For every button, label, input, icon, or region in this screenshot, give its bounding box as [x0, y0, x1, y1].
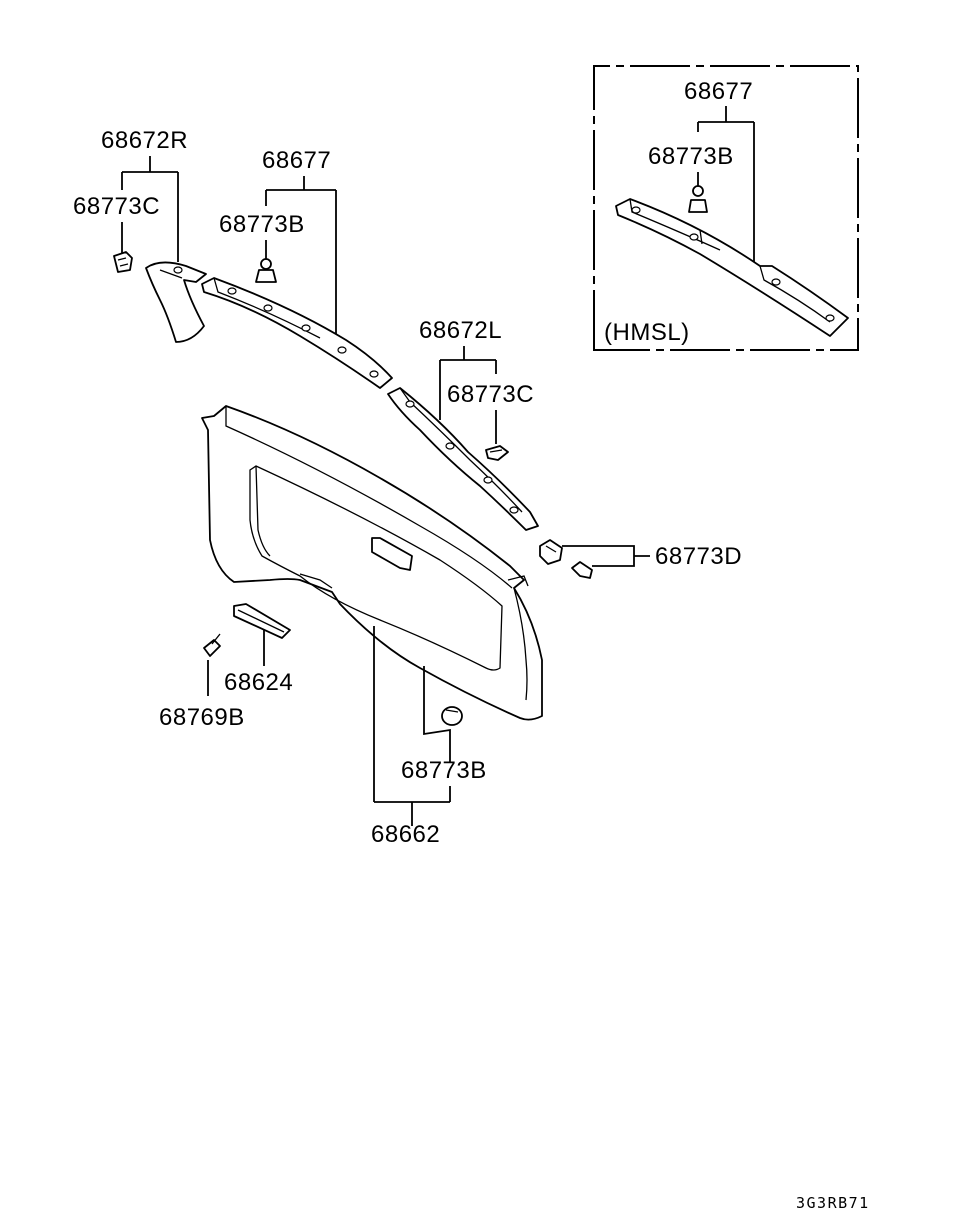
label-68773B-bottom: 68773B: [401, 757, 487, 784]
pull-handle-68624: [233, 603, 291, 639]
leader-68672L: [439, 346, 497, 420]
leader-68773D: [562, 545, 650, 567]
label-68672L: 68672L: [419, 317, 502, 344]
label-68773C-left: 68773C: [73, 193, 160, 220]
label-68773D: 68773D: [655, 543, 742, 570]
label-68624: 68624: [224, 669, 293, 696]
clip-68773C-left: [113, 251, 133, 273]
clip-68773B-top: [255, 258, 277, 283]
clip-68773D: [539, 539, 593, 579]
label-68662: 68662: [371, 821, 440, 848]
label-68769B: 68769B: [159, 704, 245, 731]
label-68677: 68677: [262, 147, 331, 174]
pillar-trim-68672L: [387, 387, 539, 531]
label-68773C-right: 68773C: [447, 381, 534, 408]
leader-68672R: [121, 156, 179, 262]
diagram-code: 3G3RB71: [796, 1194, 870, 1210]
inset-label-68677: 68677: [684, 78, 753, 105]
inset-label-68773B: 68773B: [648, 143, 734, 170]
leader-68662: [373, 626, 451, 826]
label-68672R: 68672R: [101, 127, 188, 154]
inset-leader-68677: [697, 106, 755, 262]
door-trim-panel-68662: [201, 405, 543, 721]
label-68773B-top: 68773B: [219, 211, 305, 238]
clip-68773B-bottom: [441, 706, 463, 726]
inset-box: 68677 68773B (HMSL): [593, 65, 859, 351]
clip-68773C-right: [485, 445, 509, 461]
inset-garnish-68677: [615, 198, 849, 337]
pillar-trim-68672R: [145, 261, 207, 343]
garnish-68677: [201, 277, 393, 389]
screw-68769B: [203, 633, 221, 657]
inset-caption: (HMSL): [604, 319, 690, 346]
inset-clip-68773B: [688, 185, 708, 213]
leader-68677: [265, 176, 337, 336]
leader-68773B-bottom: [423, 666, 451, 762]
